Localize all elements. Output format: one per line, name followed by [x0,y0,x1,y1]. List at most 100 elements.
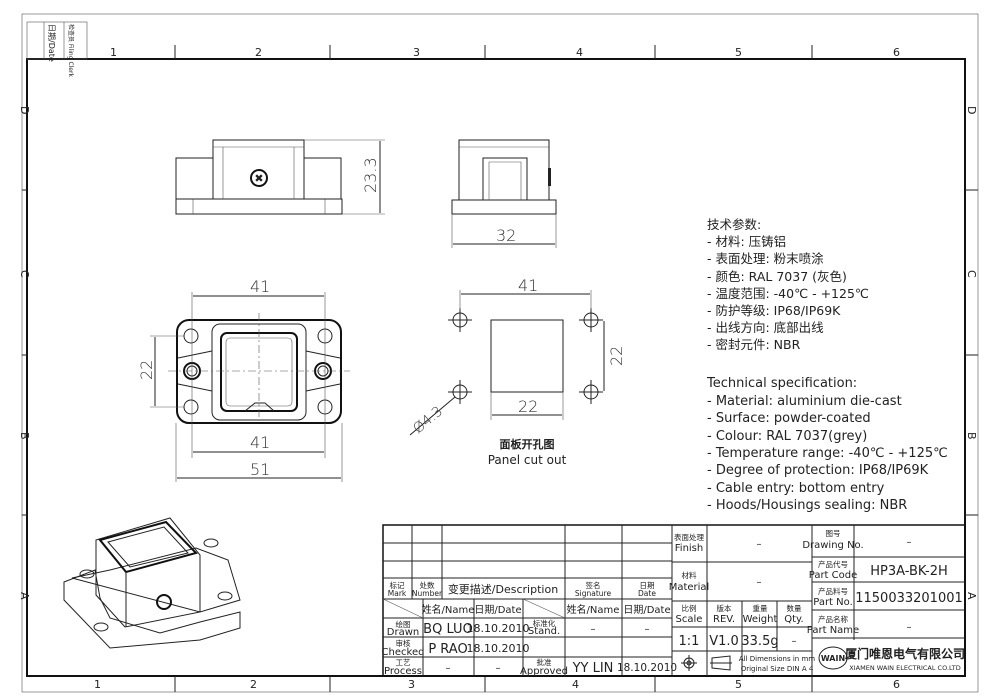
technical-parameters-cn: 技术参数: - 材料: 压铸铝 - 表面处理: 粉末喷涂 - 颜色: RAL 7… [707,217,869,352]
label-text: 表面处理 [674,532,704,542]
spec-en-line: - Cable entry: bottom entry [707,481,885,496]
label-text: Drawn [387,627,419,638]
label-text: Stand. [528,626,560,637]
label-text: Finish [675,543,703,554]
col-label: 1 [94,678,101,691]
label-text: Approved [520,666,568,677]
top-view: 41 22 41 51 [137,277,350,482]
spec-cn-line: - 颜色: RAL 7037 (灰色) [707,269,847,284]
label-text: 绘图 [396,619,411,629]
label-text: 产品代号 [818,559,848,569]
title-block-grid [382,525,965,676]
approved-date: 18.10.2010 [617,662,677,674]
col-label: 4 [576,46,583,59]
technical-specification-en: Technical specification: - Material: alu… [706,376,948,513]
row-label: A [18,592,31,600]
company-name-en: XIAMEN WAIN ELECTRICAL CO.LTD [849,664,960,672]
drawn-by: BQ LUO [423,622,473,637]
panel-cutout-label-en: Panel cut out [488,453,567,467]
weight-value: 33.5g [741,634,778,649]
label-text: – [757,539,762,550]
label-text: 标准化 [533,618,556,628]
panel-cutout-view: 41 22 22 Ø4.3 面板开孔图 Panel cut out [409,276,626,467]
label-text: REV. [713,614,735,625]
col-label: 3 [408,678,415,691]
description-header: 变更描述/Description [448,582,558,596]
screw-icon [250,169,268,187]
label-text: 姓名/Name [422,603,475,616]
drawn-date: 18.10.2010 [467,622,530,635]
label-text: Mark [388,589,407,598]
row-label: D [965,106,978,114]
row-label: B [965,432,978,440]
spec-cn-title: 技术参数: [707,217,761,232]
col-label: 5 [735,678,742,691]
label-text: Scale [676,614,703,625]
label-text: 图号 [826,529,841,538]
label-text: Weight [743,614,778,625]
row-label: C [965,270,978,278]
row-label: B [18,432,31,440]
part-name-value: – [907,622,912,633]
label-text: 产品料号 [818,586,848,596]
units-note: All Dimensions in mm [739,655,815,663]
part-number-value: 1150033201001 [855,591,963,606]
company-name-cn: 厦门唯恩电气有限公司 [845,646,965,661]
checked-date: 18.10.2010 [467,642,530,655]
col-label: 4 [572,678,579,691]
dimension-panel-41: 41 [518,276,538,295]
label-text: 审核 [396,638,411,648]
scale-value: 1:1 [679,634,700,649]
original-size-note: Original Size DIN A 4 [741,665,814,673]
spec-cn-line: - 密封元件: NBR [707,337,801,352]
spec-en-line: - Material: aluminium die-cast [707,394,902,409]
revision-value: V1.0 [709,634,739,649]
dimension-panel-22-vertical: 22 [607,346,626,366]
spec-cn-line: - 材料: 压铸铝 [707,234,786,249]
approved-by: YY LIN [572,661,614,676]
label-text: 批准 [537,657,552,667]
label-text: 工艺 [396,658,411,667]
label-text: – [446,663,451,674]
dimension-overall-51: 51 [250,460,270,479]
row-label: C [18,270,31,278]
label-text: 姓名/Name [567,603,620,616]
label-text: Part Name [807,625,859,636]
label-text: Part No. [813,597,853,608]
label-text: – [757,577,762,588]
isometric-view [63,517,241,649]
projection-symbol-icon [681,655,732,671]
panel-cutout-label-cn: 面板开孔图 [500,437,555,451]
label-text: Part Code [809,570,858,581]
row-label: D [18,106,31,114]
label-text: – [645,624,650,635]
label-text: – [591,624,596,635]
dimension-bottom-41: 41 [250,433,270,452]
col-label: 1 [110,46,117,59]
label-text: Signature [575,589,612,598]
spec-cn-line: - 出线方向: 底部出线 [707,320,824,335]
label-text: 版本 [717,603,732,613]
spec-en-title: Technical specification: [706,376,857,391]
col-label: 6 [893,678,900,691]
label-text: Checked [382,647,425,658]
label-text: 日期/Date [474,604,521,616]
spec-en-line: - Degree of protection: IP68/IP69K [707,463,929,478]
label-text: 重量 [753,604,768,613]
dimension-width: 32 [496,226,516,245]
dimension-height: 23.3 [361,157,380,193]
dimension-top-22: 22 [137,360,156,380]
logo-text: WAIN [821,654,845,663]
front-view: ✖ 23.3 [175,139,385,215]
label-text: – [496,663,501,674]
label-text: 日期/Date [623,604,670,616]
part-code-value: HP3A-BK-2H [870,564,948,579]
row-label: A [965,592,978,600]
screw-cross-icon: ✖ [254,172,263,185]
col-label: 3 [413,46,420,59]
label-text: 标记 [390,580,405,590]
wain-logo: WAIN [818,646,848,670]
label-text: 产品名称 [818,614,848,624]
